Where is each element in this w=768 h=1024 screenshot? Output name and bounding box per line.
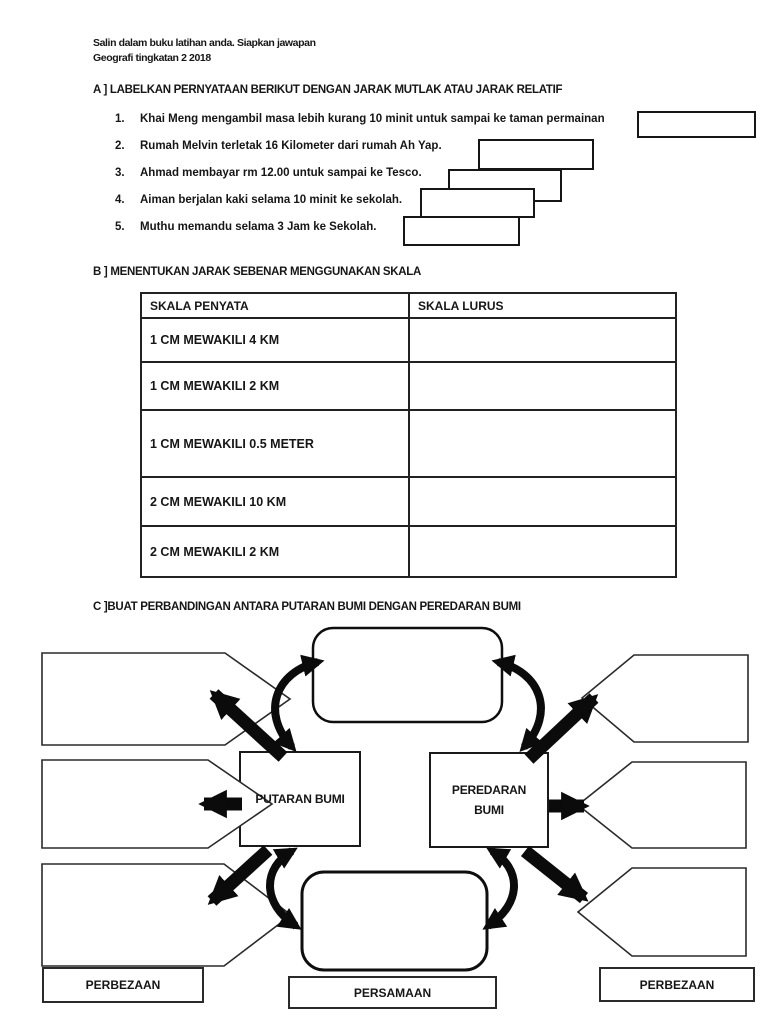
item-text: Ahmad membayar rm 12.00 untuk sampai ke … (140, 167, 422, 179)
item-number: 2. (115, 140, 125, 152)
left-answer-tag-1 (41, 652, 292, 746)
right-answer-tag-1 (580, 654, 749, 743)
curved-arrow-top-right (491, 654, 545, 752)
list-item-1: 1. Khai Meng mengambil masa lebih kurang … (115, 113, 605, 125)
table-row: 1 CM MEWAKILI 0.5 METER (140, 409, 677, 478)
answer-cell (408, 361, 677, 411)
item-text: Muthu memandu selama 3 Jam ke Sekolah. (140, 221, 377, 233)
answer-box-4 (420, 188, 535, 218)
perbezaan-left-label: PERBEZAAN (42, 967, 204, 1003)
item-number: 1. (115, 113, 125, 125)
right-answer-tag-3 (576, 867, 747, 957)
table-row: 1 CM MEWAKILI 4 KM (140, 317, 677, 363)
list-item-4: 4. Aiman berjalan kaki selama 10 minit ke… (115, 194, 402, 206)
section-c-heading: C ]BUAT PERBANDINGAN ANTARA PUTARAN BUMI… (93, 601, 521, 613)
left-answer-tag-3 (41, 863, 293, 967)
scale-statement: 1 CM MEWAKILI 4 KM (140, 317, 410, 363)
arrow-putaran-upleft (209, 689, 288, 762)
answer-box-1 (637, 111, 756, 138)
table-row: 1 CM MEWAKILI 2 KM (140, 361, 677, 411)
curved-arrow-top-left (271, 654, 325, 752)
top-rounded-answer-box (311, 626, 504, 724)
answer-cell (408, 409, 677, 478)
item-number: 3. (115, 167, 125, 179)
perbezaan-right-label: PERBEZAAN (599, 967, 755, 1002)
scale-table: SKALA PENYATA SKALA LURUS 1 CM MEWAKILI … (140, 292, 677, 578)
peredaran-bumi-node (429, 752, 549, 848)
peredaran-bumi-label: PEREDARAN BUMI (430, 753, 548, 847)
item-text: Aiman berjalan kaki selama 10 minit ke s… (140, 194, 403, 206)
section-a-heading: A ] LABELKAN PERNYATAAN BERIKUT DENGAN J… (93, 84, 563, 96)
scale-statement: 1 CM MEWAKILI 2 KM (140, 361, 410, 411)
curved-arrow-bottom-right (482, 847, 518, 930)
table-header-row: SKALA PENYATA SKALA LURUS (140, 292, 677, 319)
table-row: 2 CM MEWAKILI 10 KM (140, 476, 677, 527)
list-item-5: 5. Muthu memandu selama 3 Jam ke Sekolah. (115, 221, 376, 233)
right-answer-tag-2 (576, 761, 747, 849)
list-item-2: 2. Rumah Melvin terletak 16 Kilometer dar… (115, 140, 442, 152)
col-header-skala-penyata: SKALA PENYATA (140, 292, 410, 319)
scale-statement: 1 CM MEWAKILI 0.5 METER (140, 409, 410, 478)
answer-cell (408, 476, 677, 527)
section-b-heading: B ] MENENTUKAN JARAK SEBENAR MENGGUNAKAN… (93, 266, 422, 278)
answer-box-5 (403, 216, 520, 246)
curved-arrow-bottom-left (266, 847, 302, 930)
scale-statement: 2 CM MEWAKILI 10 KM (140, 476, 410, 527)
item-text: Khai Meng mengambil masa lebih kurang 10… (140, 113, 605, 125)
item-number: 5. (115, 221, 125, 233)
answer-cell (408, 317, 677, 363)
table-row: 2 CM MEWAKILI 2 KM (140, 525, 677, 578)
peredaran-line2: BUMI (474, 803, 504, 817)
arrow-putaran-downleft (207, 845, 273, 906)
persamaan-label: PERSAMAAN (288, 976, 497, 1009)
col-header-skala-lurus: SKALA LURUS (408, 292, 677, 319)
instruction-line: Salin dalam buku latihan anda. Siapkan j… (93, 37, 316, 49)
bottom-rounded-answer-box (300, 870, 489, 972)
subject-year-line: Geografi tingkatan 2 2018 (93, 52, 211, 64)
item-number: 4. (115, 194, 125, 206)
list-item-3: 3. Ahmad membayar rm 12.00 untuk sampai k… (115, 167, 422, 179)
item-text: Rumah Melvin terletak 16 Kilometer dari … (140, 140, 442, 152)
answer-cell (408, 525, 677, 578)
putaran-bumi-label: PUTARAN BUMI (255, 792, 345, 806)
arrow-peredaran-downright (520, 845, 589, 904)
scale-statement: 2 CM MEWAKILI 2 KM (140, 525, 410, 578)
left-answer-tag-2 (41, 759, 274, 849)
peredaran-line1: PEREDARAN (451, 783, 527, 797)
